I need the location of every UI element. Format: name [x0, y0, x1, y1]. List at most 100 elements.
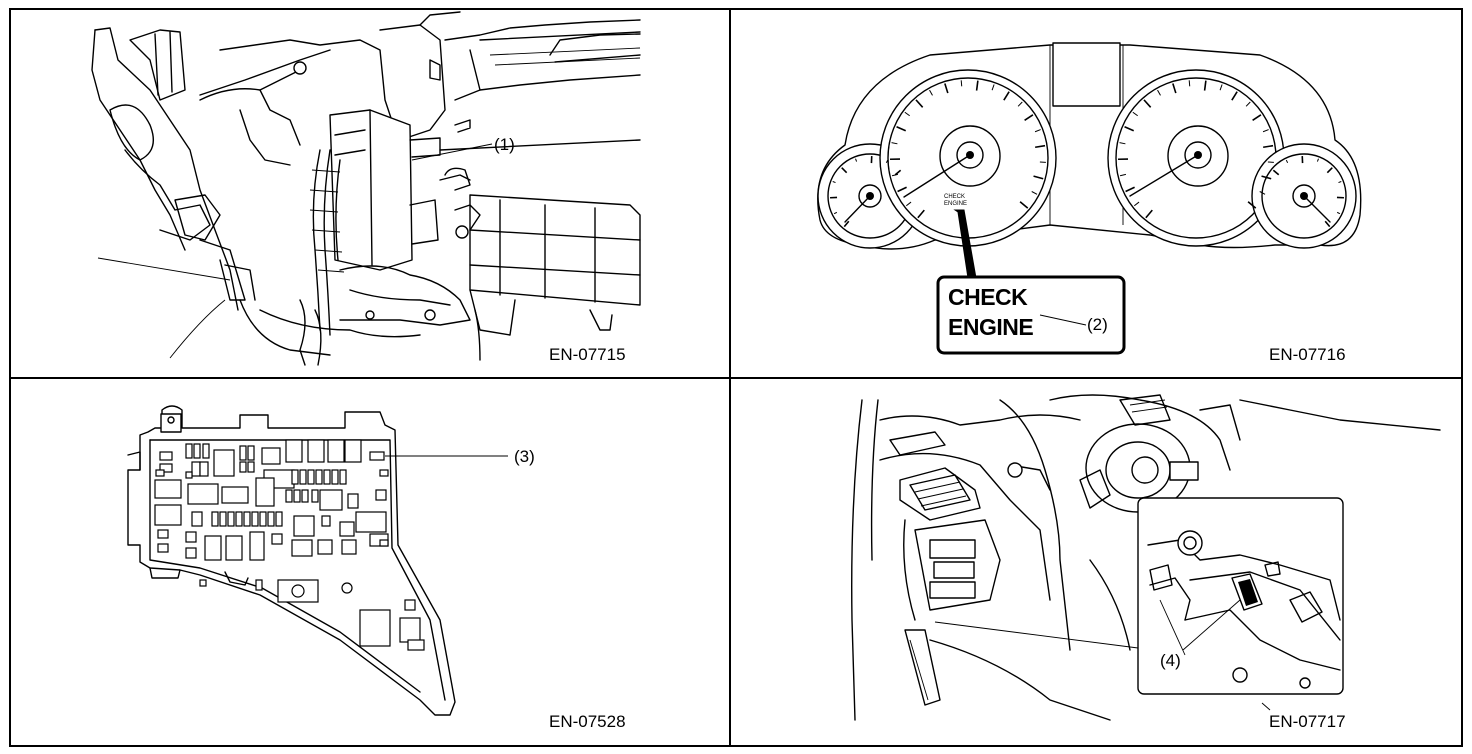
fuse-block — [321, 515, 331, 527]
fuse-block — [187, 483, 219, 505]
callout-2: (2) — [1087, 315, 1108, 334]
fuse-block — [379, 469, 389, 477]
fuse-box-illustration — [127, 405, 456, 716]
gauge-tick — [975, 80, 979, 91]
fuse-block — [347, 493, 359, 509]
fuse-block — [285, 439, 303, 463]
gauge-tick — [1262, 129, 1269, 133]
gauge-tick — [960, 80, 963, 87]
fuse-block — [275, 511, 283, 527]
fuse-block — [331, 469, 339, 485]
gauge-tick — [991, 84, 995, 91]
gauge-tick — [832, 181, 836, 184]
gauge-tick — [891, 173, 899, 177]
gauge-tick — [1272, 169, 1280, 176]
fuse-block — [157, 543, 169, 553]
check-engine-indicator-small-1: CHECK — [944, 194, 965, 200]
gauge-tick — [1157, 89, 1161, 96]
gauge-tick — [944, 83, 949, 94]
fuse-block — [255, 579, 263, 591]
gauge-tick — [897, 186, 907, 193]
fuse-block — [271, 533, 283, 545]
gauge-tick — [1285, 159, 1289, 164]
fuse-block — [185, 547, 197, 559]
callout-leader-4 — [1182, 599, 1241, 651]
fuse-block — [291, 539, 313, 557]
gauge-tick — [1143, 99, 1152, 108]
panel-instrument-cluster: CHECK ENGINE CHECK ENGINE (2) EN-07716 — [817, 42, 1362, 364]
fuse-block — [399, 617, 421, 643]
fuse-block — [249, 531, 265, 561]
gauge-tick — [1316, 158, 1319, 162]
fuse-block — [185, 443, 193, 459]
fuse-block — [255, 477, 275, 507]
instrument-cluster-illustration — [817, 42, 1362, 250]
fuse-block — [154, 504, 182, 526]
fuse-block — [219, 511, 227, 527]
fuse-block — [213, 449, 235, 477]
gauge-tick — [1017, 101, 1023, 107]
gauge-tick — [841, 167, 848, 174]
gauge-tick — [1338, 181, 1342, 184]
gauge-tick — [1033, 175, 1044, 180]
fuse-block — [339, 521, 355, 537]
fuse-block — [359, 609, 391, 647]
fuse-block — [235, 511, 243, 527]
gauge-tick — [1263, 144, 1274, 149]
fuse-block — [339, 469, 347, 485]
gauge-tick — [1124, 125, 1135, 132]
callout-3: (3) — [514, 447, 535, 466]
gauge-tick — [1003, 91, 1010, 101]
fuse-block — [307, 469, 315, 485]
check-engine-badge-line1: CHECK — [948, 284, 1028, 310]
gauge-tick — [1245, 101, 1251, 107]
figure-id-3: EN-07528 — [549, 712, 626, 731]
figure-id-tick — [1261, 702, 1271, 711]
callout-4: (4) — [1160, 651, 1181, 670]
fuse-block — [154, 479, 182, 499]
fuse-block — [307, 439, 325, 463]
gauge-tick — [1252, 114, 1262, 121]
fuse-block — [407, 639, 425, 651]
fuse-block — [267, 511, 275, 527]
gauge-tick — [1219, 84, 1223, 91]
gauge-tick — [1188, 80, 1191, 87]
fuse-block — [199, 461, 209, 477]
check-engine-indicator-small-2: ENGINE — [944, 201, 967, 207]
gauge-tick — [1019, 201, 1029, 209]
fuse-block — [341, 539, 357, 555]
gauge-tick — [904, 111, 910, 117]
fuse-block — [227, 511, 235, 527]
gauge-tick — [1132, 111, 1138, 117]
gauge-tick — [1024, 114, 1034, 121]
fuse-block — [159, 463, 173, 473]
panel-ecm-location: (1) EN-07715 — [91, 11, 641, 366]
fuse-block — [299, 469, 307, 485]
fuse-block — [247, 461, 255, 473]
fuse-block — [251, 511, 259, 527]
gauge-tick — [1031, 191, 1038, 195]
figure-id-4: EN-07717 — [1269, 712, 1346, 731]
fuse-box-bolt — [291, 584, 305, 598]
panel-data-link-connector: (4) EN-07717 — [851, 394, 1441, 731]
fuse-block — [344, 439, 362, 463]
check-engine-badge-line2: ENGINE — [948, 314, 1033, 340]
fuse-block — [191, 461, 201, 477]
fuse-block — [293, 489, 301, 503]
fuse-block — [191, 511, 203, 527]
gauge-tick — [1203, 80, 1207, 91]
gauge-tick — [896, 125, 907, 132]
figure-id-1: EN-07715 — [549, 345, 626, 364]
gauge-tick — [1326, 167, 1333, 174]
fuse-block — [239, 461, 247, 473]
fuse-block — [285, 489, 293, 503]
fuse-block — [315, 469, 323, 485]
fuse-block — [301, 489, 309, 503]
fuse-block — [199, 579, 207, 587]
figure-id-2: EN-07716 — [1269, 345, 1346, 364]
fuse-block — [311, 489, 319, 503]
fuse-block — [355, 511, 387, 533]
fuse-block — [185, 531, 197, 543]
fuse-block — [323, 469, 331, 485]
